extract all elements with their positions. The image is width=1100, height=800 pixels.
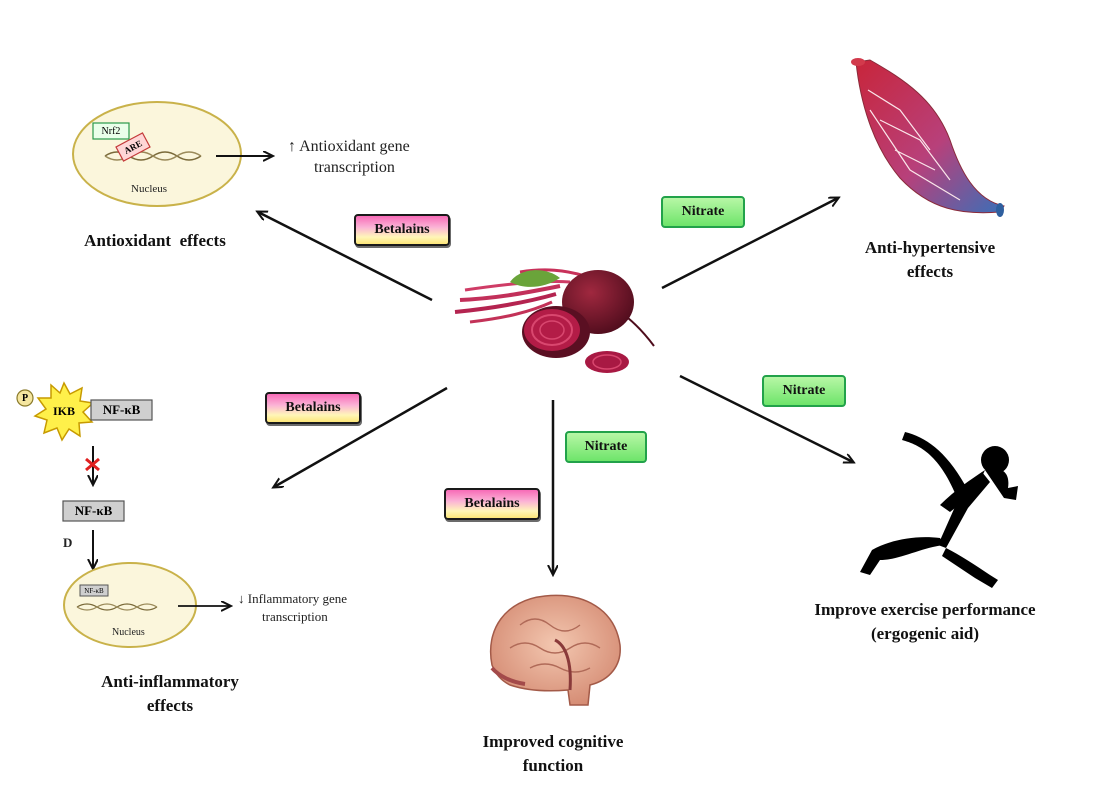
betalains-badge-antioxidant: Betalains [354,214,450,246]
nitrate-badge-exercise: Nitrate [762,375,846,407]
cognitive-title-line1: Improved cognitive [482,732,624,751]
cognitive-title-line2: function [522,756,584,775]
inflammatory-outcome-line1: ↓ Inflammatory gene [238,591,348,606]
arrows [258,198,853,574]
anti-inflammatory-title-line2: effects [146,696,194,715]
anti-hypertensive-title-line2: effects [906,262,954,281]
antioxidant-outcome-line2: transcription [314,159,395,176]
anti-inflammatory-title-line1: Anti-inflammatory [101,672,239,691]
nfkb-top-box [90,399,153,421]
nrf2-label: Nrf2 [101,125,121,137]
anti-inflammatory-pathway [16,381,230,648]
ikb-starburst [33,381,95,442]
beetroot-illustration [454,268,655,373]
arrow-to-anti-inflammatory [274,386,448,487]
arrow-to-exercise [679,374,853,462]
runner-silhouette [860,432,1018,588]
d-label: D [63,535,73,550]
blood-vessel-illustration [851,58,1005,217]
nfkb-top-label: NF-κB [102,402,141,417]
antioxidant-nucleus [72,101,272,207]
inflammatory-nucleus [63,562,197,648]
nitrate-badge-cognitive: Nitrate [565,431,647,463]
nfkb-mid-label: NF-κB [74,503,113,518]
anti-hypertensive-title-line1: Anti-hypertensive [864,238,996,257]
arrow-to-anti-hypertensive [661,198,838,290]
inflammatory-nucleus-label: Nucleus [112,627,145,638]
exercise-title-line1: Improve exercise performance [814,600,1036,619]
antioxidant-nucleus-label: Nucleus [131,183,168,195]
betalains-badge-inflammatory: Betalains [265,392,361,424]
betalains-badge-cognitive: Betalains [444,488,540,520]
exercise-title-line2: (ergogenic aid) [870,624,980,643]
brain-illustration [490,594,621,706]
phosphate-marker [16,389,34,407]
phosphate-label: P [21,392,29,404]
block-cross [85,457,100,472]
nitrate-badge-hypertensive: Nitrate [661,196,745,228]
inflammatory-outcome-line2: transcription [262,609,328,624]
antioxidant-outcome-line1: ↑ Antioxidant gene [288,138,410,155]
ikb-label: IKB [52,403,75,418]
nfkb-small-label: NF-κB [84,586,104,595]
nfkb-mid-box [62,500,125,522]
antioxidant-title: Antioxidant effects [84,231,226,250]
arrow-to-antioxidant [258,212,433,302]
